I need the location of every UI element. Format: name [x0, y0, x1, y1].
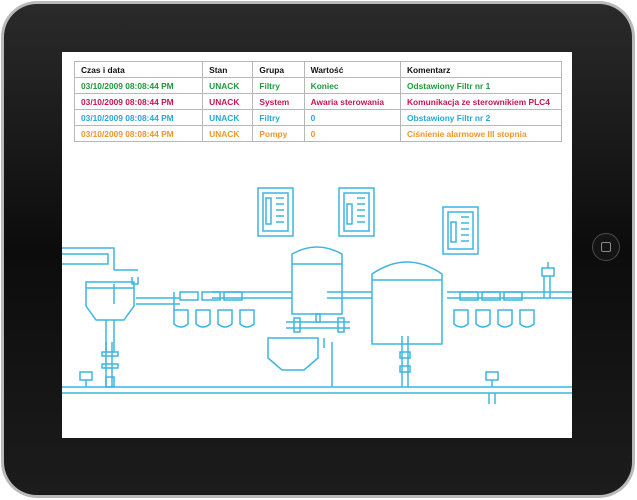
alarm-value: 0	[303, 125, 402, 142]
hmi-screen: Czas i data Stan Grupa Wartość Komentarz…	[62, 52, 572, 438]
valve[interactable]	[485, 371, 499, 404]
process-diagram	[62, 187, 572, 404]
alarm-row[interactable]: 03/10/2009 08:08:44 PM UNACK System Awar…	[73, 93, 562, 110]
filter-bank[interactable]	[173, 291, 255, 328]
alarm-row[interactable]: 03/10/2009 08:08:44 PM UNACK Pompy 0 Ciś…	[73, 125, 562, 142]
reactor-tank[interactable]	[371, 261, 443, 373]
alarm-comment: Ciśnienie alarmowe III stopnia	[400, 125, 562, 142]
alarm-row[interactable]: 03/10/2009 08:08:44 PM UNACK Filtry 0 Ob…	[73, 109, 562, 126]
alarm-group: System	[252, 93, 305, 110]
pipe-network	[62, 247, 572, 394]
dosing-hopper[interactable]	[267, 337, 325, 371]
alarm-table: Czas i data Stan Grupa Wartość Komentarz…	[73, 61, 562, 142]
alarm-group: Filtry	[252, 109, 305, 126]
storage-tank[interactable]	[286, 246, 350, 333]
home-button-icon[interactable]	[592, 233, 620, 261]
valve[interactable]	[79, 371, 93, 387]
alarm-row[interactable]: 03/10/2009 08:08:44 PM UNACK Filtry Koni…	[73, 77, 562, 94]
mixer-tank[interactable]	[85, 281, 135, 388]
gauge-panel[interactable]	[442, 206, 479, 255]
filter-bank[interactable]	[453, 291, 535, 328]
gauge-panel[interactable]	[338, 187, 375, 237]
alarm-group: Pompy	[252, 125, 305, 142]
valve[interactable]	[541, 262, 555, 277]
alarm-time: 03/10/2009 08:08:44 PM	[73, 125, 204, 142]
gauge-panel[interactable]	[257, 187, 294, 237]
